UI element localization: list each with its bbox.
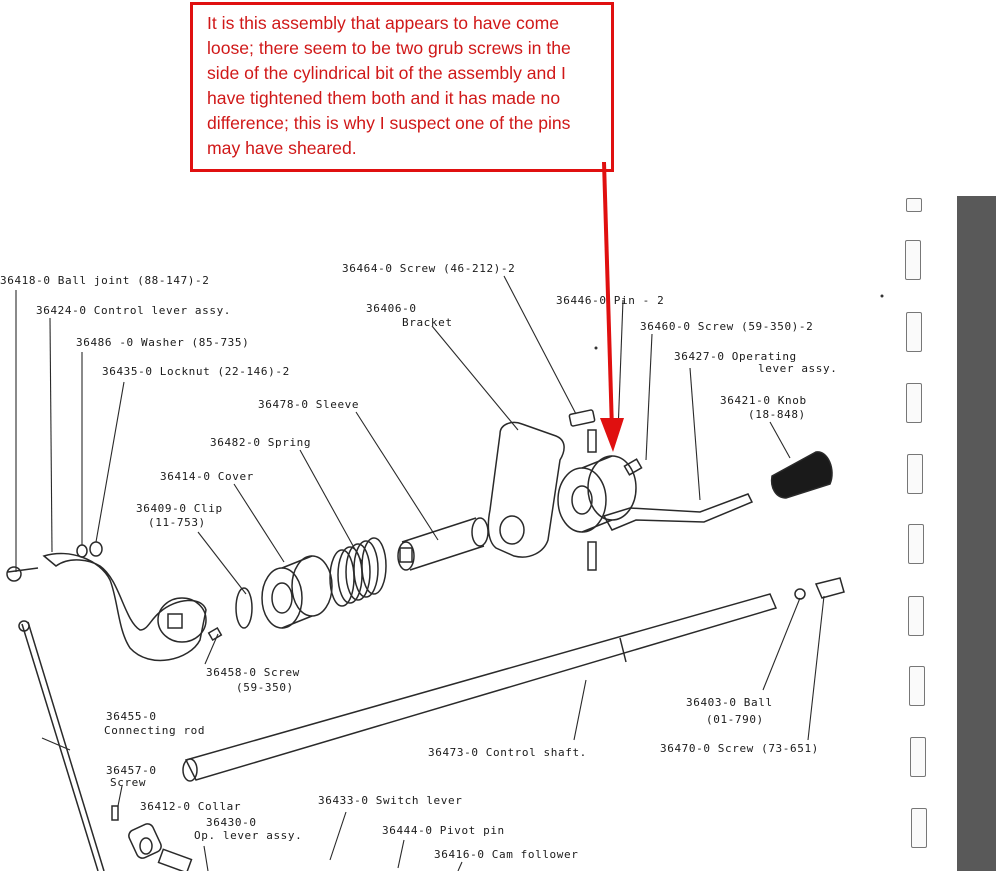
leader-cover	[233, 483, 285, 563]
clip-part	[235, 587, 253, 629]
knob-part	[770, 451, 833, 499]
page-thumbnail[interactable]	[906, 383, 922, 423]
ball-part	[794, 588, 806, 600]
page-thumbnail[interactable]	[909, 666, 925, 706]
label-knob-line1: 36421-0 Knob	[720, 394, 807, 407]
sleeve-part	[401, 517, 485, 571]
screw-lower-part	[207, 627, 223, 641]
label-ball-line1: 36403-0 Ball	[686, 696, 773, 709]
label-spring: 36482-0 Spring	[210, 436, 312, 449]
label-screw-46-212: 36464-0 Screw (46-212)-2	[342, 262, 516, 275]
control-lever-part	[42, 552, 207, 662]
label-control-shaft: 36473-0 Control shaft.	[428, 746, 587, 759]
pin-part-lower	[587, 541, 597, 571]
leader-connecting-rod	[41, 737, 71, 751]
page-thumbnail[interactable]	[906, 198, 922, 212]
label-ball-line2: (01-790)	[706, 713, 764, 726]
label-screw-lower-line1: 36458-0 Screw	[206, 666, 300, 679]
page-thumbnail[interactable]	[911, 808, 927, 848]
ball-joint-part	[6, 566, 22, 582]
leader-sleeve	[355, 411, 439, 541]
washer-part	[76, 544, 88, 558]
spring-part	[329, 537, 387, 607]
leader-screw-46-212	[503, 275, 577, 415]
leader-clip	[197, 531, 247, 595]
leader-bracket	[431, 325, 519, 431]
operating-lever-arm	[602, 493, 754, 531]
leader-control-shaft	[573, 679, 587, 741]
op-lever-part	[157, 848, 193, 871]
leader-screw-59-350	[645, 333, 653, 461]
label-washer: 36486 -0 Washer (85-735)	[76, 336, 250, 349]
label-bracket-name: Bracket	[402, 316, 453, 329]
page-thumbnail[interactable]	[905, 240, 921, 280]
leader-ball	[762, 597, 801, 691]
label-sleeve: 36478-0 Sleeve	[258, 398, 360, 411]
screw-73-651-part	[814, 577, 845, 599]
operating-lever-hub	[557, 467, 607, 533]
label-switch-lever: 36433-0 Switch lever	[318, 794, 463, 807]
leader-spring	[299, 449, 363, 563]
label-bracket-number: 36406-0	[366, 302, 417, 315]
label-screw-36457-line1: 36457-0	[106, 764, 157, 777]
leader-pin	[617, 299, 624, 433]
grub-screw-part	[623, 458, 643, 476]
annotation-callout: It is this assembly that appears to have…	[190, 2, 614, 172]
leader-control-lever	[49, 317, 53, 553]
label-pivot-pin: 36444-0 Pivot pin	[382, 824, 505, 837]
leader-switch-lever	[329, 811, 347, 861]
screw-46-212-part	[568, 409, 596, 427]
page-thumbnail[interactable]	[907, 454, 923, 494]
leader-op-lever	[203, 845, 209, 871]
locknut-part	[89, 541, 103, 557]
label-connecting-rod-line2: Connecting rod	[104, 724, 206, 737]
page-thumbnail[interactable]	[910, 737, 926, 777]
leader-locknut	[95, 381, 125, 543]
control-shaft-part	[184, 593, 778, 781]
bracket-part	[487, 421, 565, 558]
annotation-text: It is this assembly that appears to have…	[207, 13, 571, 158]
page-thumbnail[interactable]	[908, 524, 924, 564]
connecting-rod-part	[21, 623, 99, 871]
collar-part	[128, 823, 162, 859]
label-cam-follower: 36416-0 Cam follower	[434, 848, 579, 861]
label-screw-59-350-2: 36460-0 Screw (59-350)-2	[640, 320, 814, 333]
screw-36457-part	[111, 805, 119, 821]
label-operating-lever-line1: 36427-0 Operating	[674, 350, 797, 363]
page-thumbnail[interactable]	[908, 596, 924, 636]
callout-arrow-line	[602, 161, 614, 431]
cover-part	[261, 567, 303, 629]
leader-cam-follower	[457, 861, 463, 871]
label-operating-lever-line2: lever assy.	[758, 362, 838, 375]
callout-arrow-head	[600, 418, 624, 452]
page-thumbnail[interactable]	[906, 312, 922, 352]
scrollbar-panel[interactable]	[957, 196, 996, 871]
label-screw-36457-line2: Screw	[110, 776, 147, 789]
label-ball-joint: 36418-0 Ball joint (88-147)-2	[0, 274, 210, 287]
label-locknut: 36435-0 Locknut (22-146)-2	[102, 365, 290, 378]
leader-pivot-pin	[397, 839, 405, 869]
label-control-lever-assy: 36424-0 Control lever assy.	[36, 304, 232, 317]
label-pin: 36446-0 Pin - 2	[556, 294, 665, 307]
label-knob-line2: (18-848)	[748, 408, 806, 421]
leader-knob	[769, 421, 791, 459]
label-screw-73-651: 36470-0 Screw (73-651)	[660, 742, 819, 755]
label-clip-line2: (11-753)	[148, 516, 206, 529]
pin-part	[587, 429, 597, 453]
label-collar: 36412-0 Collar	[140, 800, 242, 813]
leader-operating-lever	[689, 367, 701, 501]
label-op-lever-line1: 36430-0	[206, 816, 257, 829]
label-op-lever-line2: Op. lever assy.	[194, 829, 303, 842]
leader-screw-36457	[117, 785, 123, 807]
label-cover: 36414-0 Cover	[160, 470, 254, 483]
label-connecting-rod-line1: 36455-0	[106, 710, 157, 723]
label-screw-lower-line2: (59-350)	[236, 681, 294, 694]
leader-screw-73-651	[807, 595, 825, 741]
label-clip-line1: 36409-0 Clip	[136, 502, 223, 515]
